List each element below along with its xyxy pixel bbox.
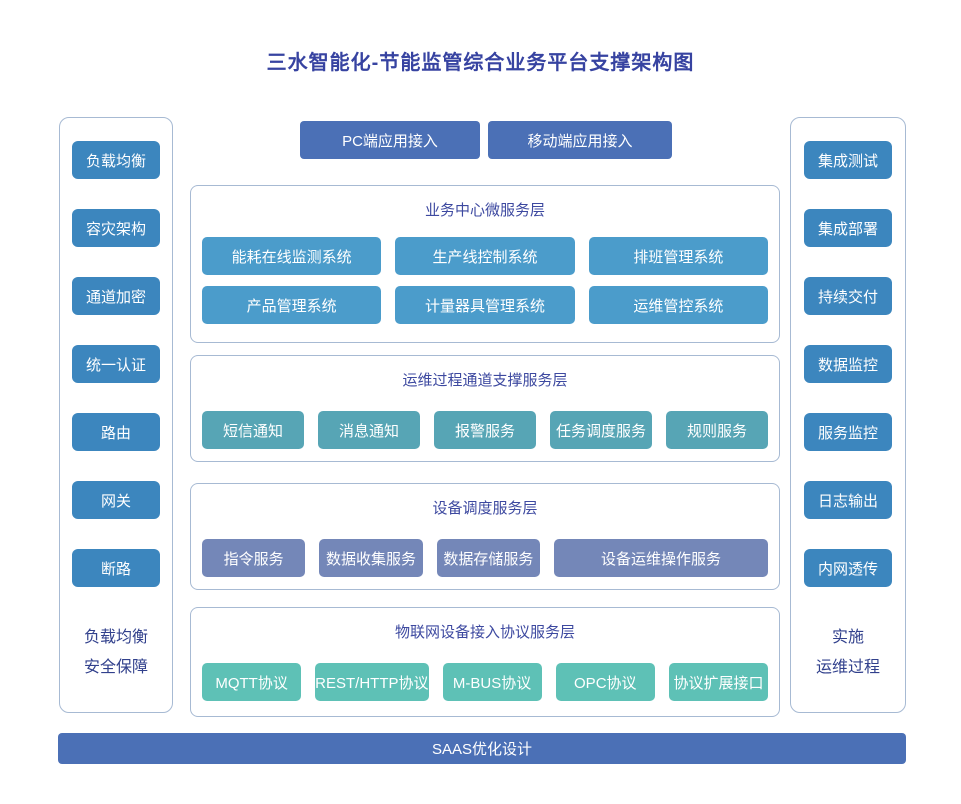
service-node: 数据收集服务 <box>319 539 423 577</box>
service-node: 数据存储服务 <box>436 539 541 577</box>
service-node: 消息通知 <box>318 411 420 449</box>
protocol-node: 协议扩展接口 <box>668 663 769 701</box>
protocol-node: REST/HTTP协议 <box>315 663 429 701</box>
service-node: 生产线控制系统 <box>395 237 575 275</box>
left-sidebar-node: 断路 <box>72 549 160 587</box>
layer-row: 指令服务 数据收集服务 数据存储服务 设备运维操作服务 <box>191 539 779 577</box>
service-node: 计量器具管理系统 <box>395 286 575 324</box>
layer-row: 产品管理系统 计量器具管理系统 运维管控系统 <box>191 286 779 324</box>
service-node: 运维管控系统 <box>588 286 768 324</box>
protocol-node: OPC协议 <box>555 663 655 701</box>
saas-optimization-bar: SAAS优化设计 <box>58 733 906 764</box>
right-sidebar-node: 服务监控 <box>804 413 892 451</box>
service-node: 排班管理系统 <box>588 237 768 275</box>
service-node: 任务调度服务 <box>550 411 652 449</box>
left-sidebar-footer-line: 安全保障 <box>83 659 148 676</box>
left-sidebar-node: 统一认证 <box>72 345 160 383</box>
layer-ops-channel-support: 运维过程通道支撑服务层 短信通知 消息通知 报警服务 任务调度服务 规则服务 <box>190 355 780 462</box>
right-sidebar-node: 数据监控 <box>804 345 892 383</box>
layer-row: 短信通知 消息通知 报警服务 任务调度服务 规则服务 <box>191 411 779 449</box>
layer-row: MQTT协议 REST/HTTP协议 M-BUS协议 OPC协议 协议扩展接口 <box>191 663 779 701</box>
pc-app-access-node: PC端应用接入 <box>300 121 480 159</box>
left-sidebar-node: 容灾架构 <box>72 209 160 247</box>
service-node: 设备运维操作服务 <box>554 539 769 577</box>
layer-row: 能耗在线监测系统 生产线控制系统 排班管理系统 <box>191 237 779 275</box>
left-sidebar-node: 负载均衡 <box>72 141 160 179</box>
right-sidebar-footer: 实施 运维过程 <box>816 623 880 683</box>
service-node: 指令服务 <box>202 539 306 577</box>
diagram-title: 三水智能化-节能监管综合业务平台支撑架构图 <box>266 52 695 74</box>
service-node: 规则服务 <box>666 411 768 449</box>
left-sidebar-node: 路由 <box>72 413 160 451</box>
left-sidebar-footer-line: 负载均衡 <box>83 629 148 646</box>
layer-title: 设备调度服务层 <box>432 500 538 517</box>
left-sidebar-footer: 负载均衡 安全保障 <box>84 623 148 683</box>
layer-iot-protocols: 物联网设备接入协议服务层 MQTT协议 REST/HTTP协议 M-BUS协议 … <box>190 607 780 717</box>
layer-title: 运维过程通道支撑服务层 <box>402 372 568 389</box>
service-node: 报警服务 <box>434 411 536 449</box>
right-sidebar-node: 集成测试 <box>804 141 892 179</box>
left-sidebar-node: 通道加密 <box>72 277 160 315</box>
left-sidebar-panel: 负载均衡 容灾架构 通道加密 统一认证 路由 网关 断路 负载均衡 安全保障 <box>59 117 173 713</box>
service-node: 产品管理系统 <box>202 286 382 324</box>
right-sidebar-node: 持续交付 <box>804 277 892 315</box>
mobile-app-access-node: 移动端应用接入 <box>488 121 672 159</box>
right-sidebar-node: 集成部署 <box>804 209 892 247</box>
right-sidebar-node: 日志输出 <box>804 481 892 519</box>
service-node: 能耗在线监测系统 <box>202 237 382 275</box>
right-sidebar-node: 内网透传 <box>804 549 892 587</box>
protocol-node: MQTT协议 <box>202 663 302 701</box>
right-sidebar-footer-line: 实施 <box>831 629 864 646</box>
layer-business-microservices: 业务中心微服务层 能耗在线监测系统 生产线控制系统 排班管理系统 产品管理系统 … <box>190 185 780 343</box>
protocol-node: M-BUS协议 <box>442 663 542 701</box>
layer-title: 物联网设备接入协议服务层 <box>394 624 575 641</box>
right-sidebar-footer-line: 运维过程 <box>815 659 880 676</box>
layer-device-dispatch: 设备调度服务层 指令服务 数据收集服务 数据存储服务 设备运维操作服务 <box>190 483 780 590</box>
left-sidebar-node: 网关 <box>72 481 160 519</box>
layer-title: 业务中心微服务层 <box>424 202 545 219</box>
right-sidebar-panel: 集成测试 集成部署 持续交付 数据监控 服务监控 日志输出 内网透传 实施 运维… <box>790 117 906 713</box>
service-node: 短信通知 <box>202 411 304 449</box>
